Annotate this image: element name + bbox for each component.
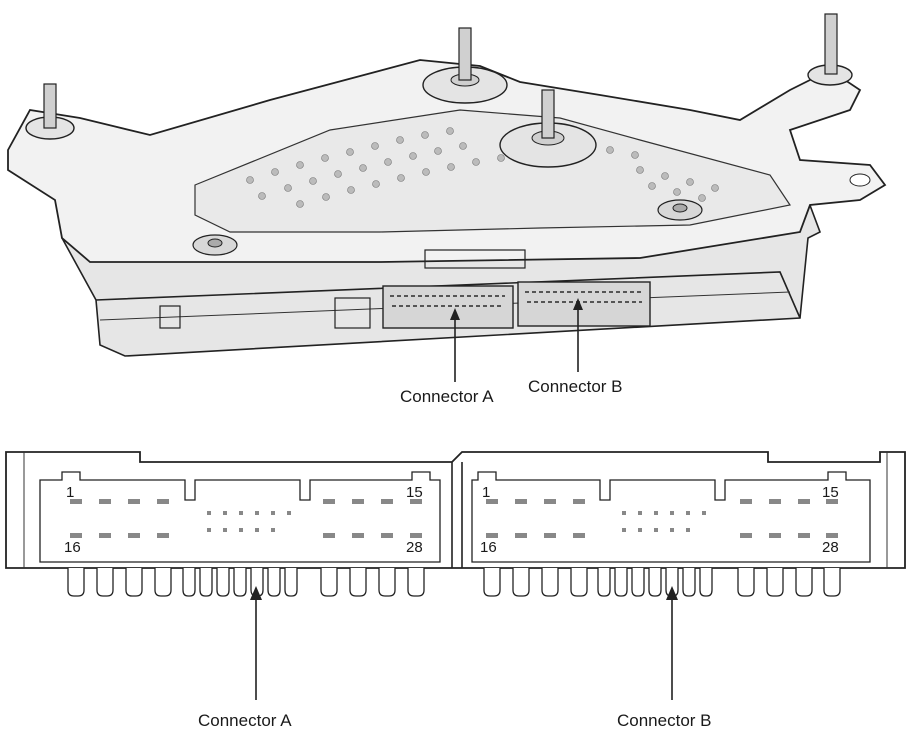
vent-dots [246, 127, 719, 208]
connector-b-pin-1: 1 [482, 484, 490, 501]
module-lower-rim [95, 271, 801, 319]
module-raised-panel [194, 109, 791, 233]
connector-b-pin-28: 28 [822, 539, 839, 556]
connector-a-pin-15: 15 [406, 484, 423, 501]
bottom-connector-b-label: Connector B [617, 711, 712, 730]
connector-b-pin-slots [486, 499, 838, 538]
connector-a-pin-1: 1 [66, 484, 74, 501]
terminal-pins [67, 568, 841, 597]
bottom-connector-a-label: Connector A [198, 711, 292, 730]
ecu-module-illustration [7, 13, 887, 382]
connector-openings [159, 249, 651, 329]
threaded-studs [43, 13, 838, 139]
connector-b-pin-15: 15 [822, 484, 839, 501]
connector-b-face [471, 471, 871, 563]
connector-a-pin-slots [70, 499, 422, 538]
connector-a-pin-16: 16 [64, 539, 81, 556]
top-connector-a-label: Connector A [400, 387, 494, 406]
connector-face-drawing [5, 451, 906, 700]
connector-a-pin-28: 28 [406, 539, 423, 556]
top-connector-b-label: Connector B [528, 377, 623, 396]
connector-a-face [39, 471, 441, 563]
connector-b-pin-16: 16 [480, 539, 497, 556]
